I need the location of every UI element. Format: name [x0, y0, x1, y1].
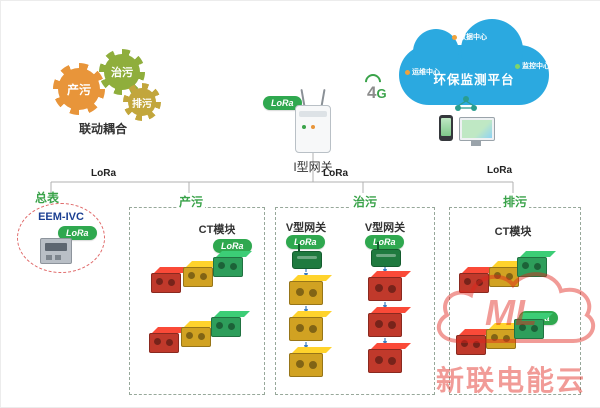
cloud-node-datacenter-label: 数据中心: [459, 34, 487, 41]
treat-ct-module-yellow: [289, 353, 323, 377]
vgateway-left-device: [292, 244, 322, 269]
zone-produce-lora-badge: LoRa: [213, 239, 252, 253]
cloud-node-ops: 运维中心: [405, 67, 440, 77]
gear-produce-label: 产污: [58, 68, 100, 110]
vgateway-left-lora-badge: LoRa: [286, 235, 325, 249]
gear-discharge-label: 排污: [128, 88, 156, 116]
treat-ct-module-red: [368, 277, 402, 301]
led-icon: [302, 125, 306, 129]
cloud-node-monitor: 监控中心: [515, 61, 550, 71]
meter-dashed-boundary: EEM-IVC LoRa: [17, 203, 105, 273]
treat-ct-module-red: [368, 313, 402, 337]
zone-discharge-title: 排污: [501, 193, 530, 210]
bus-lora-mid: LoRa: [323, 168, 348, 179]
zone-produce-title: 产污: [177, 193, 206, 210]
users-icon: [455, 96, 477, 111]
gear-treat: 治污: [99, 49, 145, 95]
treat-ct-module-red: [368, 349, 402, 373]
ct-module-yellow: [183, 267, 213, 287]
zone-produce-ct-label: CT模块: [198, 224, 236, 236]
type1-gateway-device: [295, 88, 331, 153]
bus-lora-left: LoRa: [91, 168, 116, 179]
meter-title: 总表: [35, 191, 60, 205]
type1-gateway-label: I型网关: [293, 160, 333, 174]
gear-discharge: 排污: [123, 83, 161, 121]
bus-lora-right: LoRa: [487, 165, 512, 176]
cloud-node-datacenter: 数据中心: [452, 32, 487, 42]
ct-module-red: [149, 333, 179, 353]
cloud-node-ops-label: 运维中心: [412, 69, 440, 76]
cloud-title: 环保监测平台: [433, 73, 515, 87]
zone-treat-title: 治污: [351, 193, 380, 210]
gateway-strip: [299, 111, 327, 117]
ct-module-green: [211, 317, 241, 337]
monitor-icon: [459, 117, 495, 146]
ct-module-green: [213, 257, 243, 277]
ct-module-red: [456, 335, 486, 355]
node-dot-icon: [452, 34, 457, 40]
gear-produce: 产污: [53, 63, 105, 115]
treat-ct-module-yellow: [289, 281, 323, 305]
phone-icon: [439, 115, 453, 141]
cloud-node-monitor-label: 监控中心: [522, 63, 550, 70]
meter-lora-badge: LoRa: [58, 226, 97, 240]
ct-module-yellow: [181, 327, 211, 347]
vgateway-right-device: [371, 242, 401, 267]
cloud-platform: 环保监测平台: [399, 19, 549, 105]
node-dot-icon: [405, 69, 410, 75]
node-dot-icon: [515, 63, 520, 69]
zone-discharge-ct-label: CT模块: [494, 226, 532, 238]
led-icon: [311, 125, 315, 129]
4g-letter: G: [376, 86, 387, 101]
vgateway-right-lora-badge: LoRa: [365, 235, 404, 249]
gateway-lora-badge: LoRa: [263, 96, 302, 110]
meter-device-icon: [40, 238, 72, 264]
ct-module-red: [459, 273, 489, 293]
ct-module-green: [514, 319, 544, 339]
ct-module-yellow: [486, 329, 516, 349]
4g-digit: 4: [367, 83, 377, 102]
ct-module-yellow: [489, 267, 519, 287]
vgateway-right-label: V型网关: [364, 222, 406, 234]
4g-icon: 4G: [367, 83, 397, 105]
gears-caption: 联动耦合: [78, 122, 127, 136]
meter-model-label: EEM-IVC: [38, 211, 84, 223]
ct-module-green: [517, 257, 547, 277]
ct-module-red: [151, 273, 181, 293]
treat-ct-module-yellow: [289, 317, 323, 341]
vgateway-left-label: V型网关: [285, 222, 327, 234]
